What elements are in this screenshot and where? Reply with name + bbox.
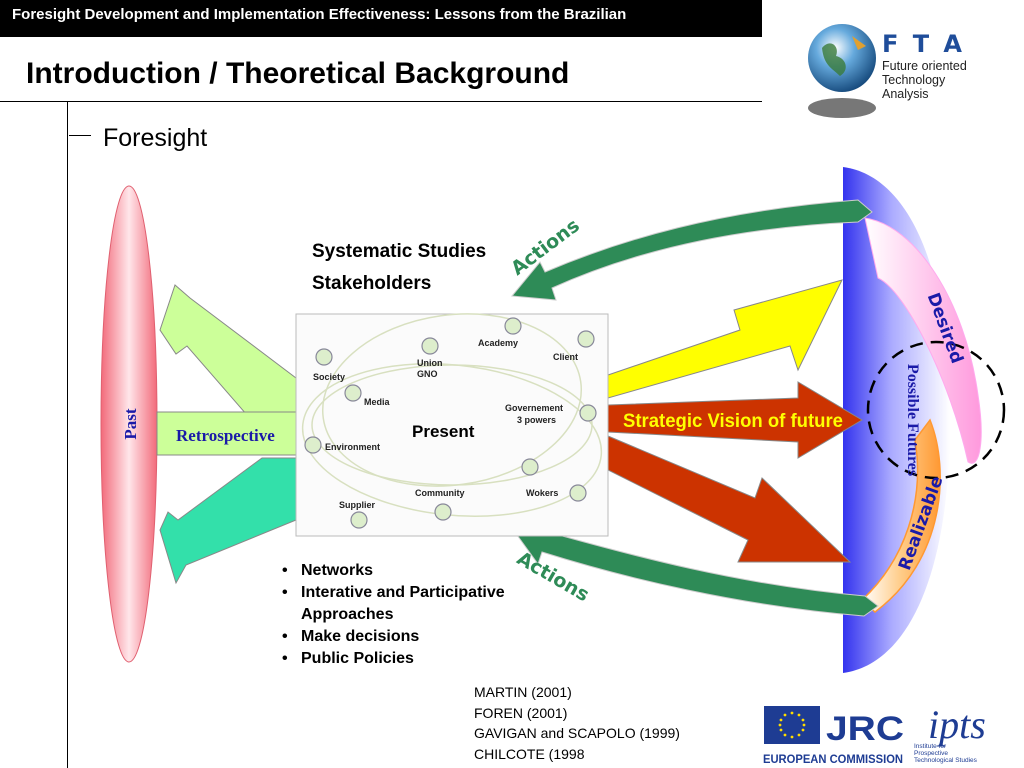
network-box	[295, 313, 609, 537]
node-environment	[304, 436, 322, 454]
slide-title: Introduction / Theoretical Background	[26, 57, 570, 90]
node-label-supplier: Supplier	[339, 500, 376, 510]
reference-item: GAVIGAN and SCAPOLO (1999)	[474, 725, 680, 741]
bullet-item: Public Policies	[280, 648, 571, 670]
section-heading: Foresight	[103, 124, 208, 152]
future-arrow-red-diagonal	[607, 435, 852, 563]
possible-futures-circle	[866, 340, 1006, 480]
ipts-line-2: Prospective	[914, 750, 948, 757]
present-label: Present	[412, 422, 475, 441]
fta-line-1: Future oriented	[882, 59, 967, 73]
header-bar	[0, 0, 762, 37]
ipts-line-1: Institute for	[914, 743, 947, 750]
future-arrow-red-straight	[607, 381, 863, 459]
node-government	[579, 404, 597, 422]
node-label-environment: Environment	[325, 442, 380, 452]
node-label-academy: Academy	[478, 338, 518, 348]
node-label-society: Society	[313, 372, 345, 382]
section-marker	[69, 135, 91, 136]
fta-line-3: Analysis	[882, 87, 929, 101]
desired-arc	[864, 217, 982, 464]
ipts-text: ipts	[928, 702, 986, 747]
node-media	[344, 384, 362, 402]
bullet-list: Networks Interative and Participative Ap…	[280, 560, 571, 670]
possible-futures-label: Possible Futures	[904, 364, 921, 476]
european-commission-text: EUROPEAN COMMISSION	[763, 754, 903, 766]
node-label-wokers: Wokers	[526, 488, 558, 498]
node-community	[569, 484, 587, 502]
retrospective-arrow-up	[159, 284, 297, 431]
globe-icon	[808, 24, 876, 92]
network-nodes	[304, 317, 597, 529]
header-bar-text: Foresight Development and Implementation…	[12, 6, 627, 23]
strategic-vision-label: Strategic Vision of future	[623, 411, 843, 432]
node-client	[577, 330, 595, 348]
fta-logo: F T A Future oriented Technology Analysi…	[808, 24, 967, 118]
node-wokers	[521, 458, 539, 476]
node-academy	[504, 317, 522, 335]
stakeholders-label: Stakeholders	[312, 273, 432, 294]
systematic-studies-label: Systematic Studies	[312, 241, 487, 262]
reference-item: CHILCOTE (1998	[474, 745, 585, 762]
fta-line-2: Technology	[882, 73, 946, 87]
retrospective-label: Retrospective	[176, 426, 275, 445]
node-label-gov2: 3 powers	[517, 415, 556, 425]
retrospective-arrow-down	[159, 457, 297, 585]
ipts-logo: ipts Institute for Prospective Technolog…	[914, 702, 986, 764]
node-society	[315, 348, 333, 366]
bullet-item: Interative and Participative Approaches	[280, 582, 571, 626]
references: MARTIN (2001) FOREN (2001) GAVIGAN and S…	[474, 682, 680, 764]
bullet-item: Networks	[280, 560, 571, 582]
node-label-client: Client	[553, 352, 578, 362]
jrc-text: JRC	[826, 710, 904, 748]
globe-shadow-icon	[808, 98, 876, 118]
actions-arrow-bottom	[511, 519, 879, 617]
node-supplier	[350, 511, 368, 529]
node-label-union: Union	[417, 358, 443, 368]
node-label-gno: GNO	[417, 369, 438, 379]
left-vertical-divider	[67, 102, 68, 768]
ipts-line-3: Technological Studies	[914, 757, 978, 764]
jrc-logo: JRC EUROPEAN COMMISSION	[763, 706, 904, 766]
bullet-item: Make decisions	[280, 626, 571, 648]
reference-item: FOREN (2001)	[474, 704, 568, 721]
node-label-gov1: Governement	[505, 403, 563, 413]
future-arrow-yellow	[607, 279, 843, 399]
fta-letters: F T A	[882, 30, 962, 58]
actions-arrow-top	[511, 199, 873, 301]
reference-item: MARTIN (2001)	[474, 684, 572, 700]
realizable-arc	[860, 418, 941, 613]
past-label: Past	[121, 408, 140, 440]
node-label-community: Community	[415, 488, 465, 498]
node-community-2	[434, 503, 452, 521]
title-divider	[0, 101, 762, 102]
node-label-media: Media	[364, 397, 391, 407]
node-union	[421, 337, 439, 355]
